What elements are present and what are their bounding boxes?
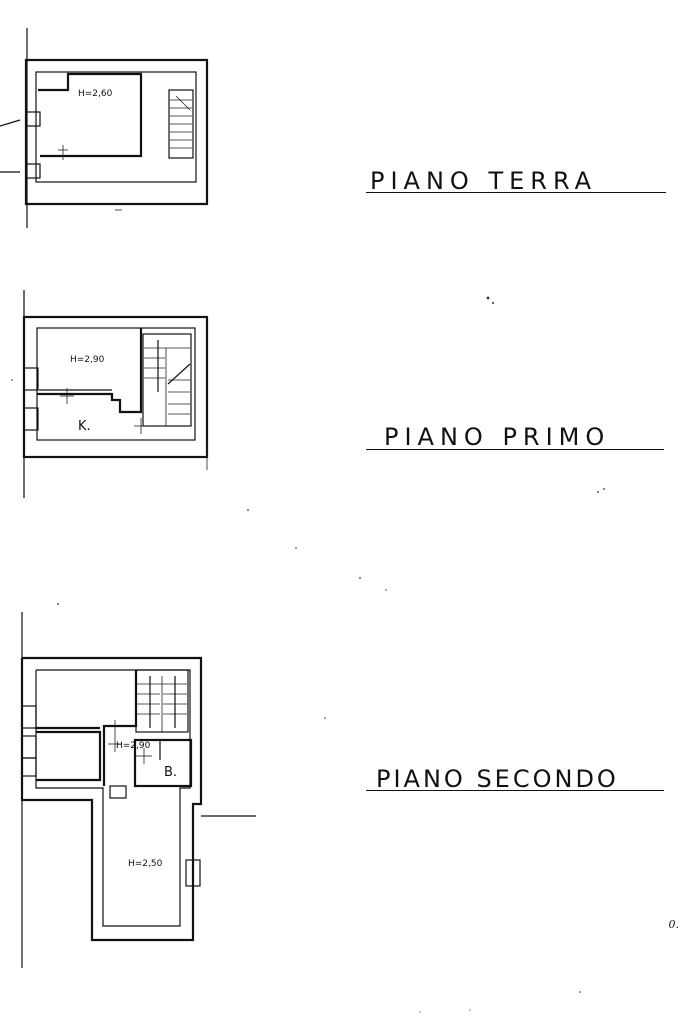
- window-terra-2: [25, 163, 41, 179]
- window-primo-2: [23, 407, 39, 431]
- scan-specks: [11, 296, 605, 1013]
- room-label-secondo-b: B.: [164, 765, 177, 780]
- staircase-primo: [142, 333, 192, 427]
- plan-piano-terra: H=2,60: [0, 28, 209, 228]
- floor-title-underline-primo: [366, 449, 664, 450]
- door-secondo-1: [109, 785, 127, 799]
- room-label-secondo-1: H=2,90: [116, 741, 151, 751]
- window-secondo-3: [21, 757, 37, 777]
- staircase-terra: [168, 89, 194, 159]
- window-secondo-2: [21, 735, 37, 759]
- page-edge-mark: 0.: [668, 918, 680, 931]
- floor-title-terra: PIANO TERRA: [370, 167, 598, 195]
- room-label-terra-1: H=2,60: [78, 89, 113, 99]
- floor-title-underline-secondo: [366, 790, 664, 791]
- window-primo-1: [23, 367, 39, 391]
- floor-title-secondo: PIANO SECONDO: [376, 765, 619, 793]
- room-label-primo-1: H=2,90: [70, 355, 105, 365]
- room-label-primo-k: K.: [78, 419, 91, 434]
- window-secondo-4: [185, 859, 201, 887]
- room-label-secondo-2: H=2,50: [128, 859, 163, 869]
- floor-title-primo: PIANO PRIMO: [384, 423, 611, 451]
- window-terra-1: [25, 111, 41, 127]
- floor-title-underline-terra: [366, 192, 666, 193]
- plan-piano-secondo: H=2,90 B. H=2,50: [20, 612, 256, 968]
- plan-piano-primo: H=2,90 K.: [22, 290, 209, 498]
- bathroom-b: [133, 738, 193, 788]
- window-secondo-1: [21, 705, 37, 729]
